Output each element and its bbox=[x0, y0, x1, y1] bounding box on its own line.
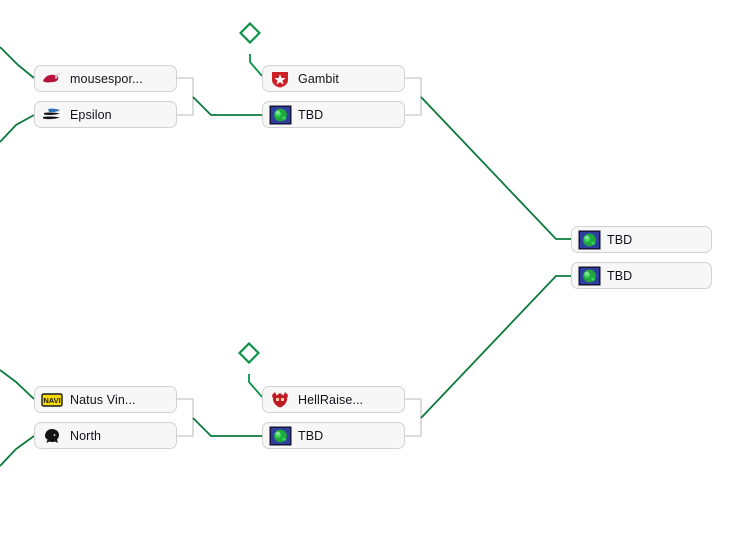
team-slot-tbd-sf-upper[interactable]: TBD bbox=[262, 101, 405, 128]
team-name: mousespor... bbox=[70, 71, 143, 86]
team-slot-tbd-final-1[interactable]: TBD bbox=[571, 226, 712, 253]
connector-gray-sf-upper bbox=[405, 77, 422, 116]
connector-green-sf-upper-to-final bbox=[420, 96, 571, 240]
team-name: Natus Vin... bbox=[70, 392, 136, 407]
hellraisers-logo bbox=[268, 390, 292, 410]
connector-gray-qf-lower bbox=[177, 398, 194, 437]
epsilon-logo bbox=[40, 105, 64, 125]
tbd-globe-logo bbox=[268, 426, 292, 446]
connector-green-sf-lower-to-final bbox=[420, 275, 571, 419]
team-slot-epsilon[interactable]: Epsilon bbox=[34, 101, 177, 128]
connector-green-qf-upper-to-sf bbox=[192, 96, 262, 116]
team-slot-tbd-sf-lower[interactable]: TBD bbox=[262, 422, 405, 449]
team-name: TBD bbox=[298, 107, 324, 122]
svg-text:NAVI: NAVI bbox=[43, 396, 60, 405]
north-logo bbox=[40, 426, 64, 446]
tbd-globe-logo bbox=[268, 105, 292, 125]
connector-gray-qf-upper bbox=[177, 77, 194, 116]
team-name: TBD bbox=[607, 232, 633, 247]
team-name: Epsilon bbox=[70, 107, 112, 122]
team-name: TBD bbox=[298, 428, 324, 443]
team-slot-tbd-final-2[interactable]: TBD bbox=[571, 262, 712, 289]
team-name: Gambit bbox=[298, 71, 339, 86]
team-slot-hellraisers[interactable]: HellRaise... bbox=[262, 386, 405, 413]
diamond-marker-lower[interactable] bbox=[238, 342, 260, 364]
connector-gray-sf-lower bbox=[405, 398, 422, 437]
team-slot-gambit[interactable]: Gambit bbox=[262, 65, 405, 92]
team-name: HellRaise... bbox=[298, 392, 364, 407]
diamond-marker-upper[interactable] bbox=[239, 22, 261, 44]
natus-vincere-logo: NAVI bbox=[40, 390, 64, 410]
gambit-logo bbox=[268, 69, 292, 89]
diamond-stem-upper bbox=[249, 54, 263, 77]
team-slot-natus-vincere[interactable]: NAVI Natus Vin... bbox=[34, 386, 177, 413]
mousesports-logo bbox=[40, 69, 64, 89]
tbd-globe-logo bbox=[577, 266, 601, 286]
diamond-stem-lower bbox=[248, 374, 263, 398]
team-name: North bbox=[70, 428, 102, 443]
connector-green-qf-lower-to-sf bbox=[192, 417, 262, 437]
team-slot-mousesports[interactable]: mousespor... bbox=[34, 65, 177, 92]
team-name: TBD bbox=[607, 268, 633, 283]
team-slot-north[interactable]: North bbox=[34, 422, 177, 449]
tbd-globe-logo bbox=[577, 230, 601, 250]
connector-green-feed-in bbox=[0, 46, 35, 467]
